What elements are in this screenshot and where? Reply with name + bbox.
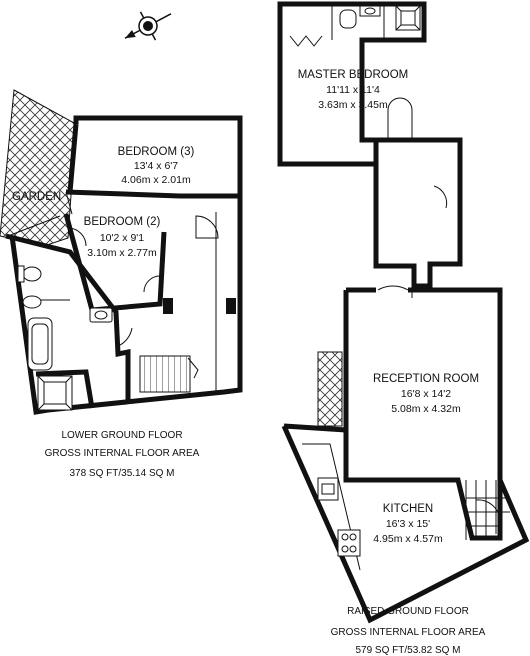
ensuite-toilet xyxy=(339,9,357,29)
reception-name: RECEPTION ROOM xyxy=(373,373,479,385)
bedroom2-name: BEDROOM (2) xyxy=(84,216,161,228)
compass-label: N xyxy=(144,21,154,32)
lower-floor-title: LOWER GROUND FLOOR xyxy=(61,430,182,441)
garden-area xyxy=(0,89,77,247)
fireplace xyxy=(317,351,343,427)
bedroom3-name: BEDROOM (3) xyxy=(118,146,195,158)
raised-floor-area: 579 SQ FT/53.82 SQ M xyxy=(355,645,460,656)
lower-floor-area-label: GROSS INTERNAL FLOOR AREA xyxy=(45,448,200,459)
raised-floor-area-label: GROSS INTERNAL FLOOR AREA xyxy=(331,627,486,638)
reception-imperial: 16'8 x 14'2 xyxy=(401,388,451,400)
bedroom2-imperial: 10'2 x 9'1 xyxy=(100,232,144,244)
reception-metric: 5.08m x 4.32m xyxy=(391,403,461,415)
basin xyxy=(22,295,42,309)
bedroom3-imperial: 13'4 x 6'7 xyxy=(134,160,178,172)
kitchen-metric: 4.95m x 4.57m xyxy=(373,533,443,545)
lower-ground-floor-plan xyxy=(0,89,243,415)
compass-icon: N xyxy=(124,11,172,41)
master-bedroom-metric: 3.63m x 3.45m xyxy=(318,99,388,111)
bedroom3-metric: 4.06m x 2.01m xyxy=(121,174,191,186)
raised-floor-title: RAISED GROUND FLOOR xyxy=(347,606,469,617)
master-bedroom-imperial: 11'11 x 11'4 xyxy=(326,84,380,96)
raised-ground-floor-plan xyxy=(277,1,530,624)
lower-stairs xyxy=(139,355,191,393)
lower-floor-area: 378 SQ FT/35.14 SQ M xyxy=(69,468,174,479)
kitchen-name: KITCHEN xyxy=(383,503,433,515)
bedroom2-metric: 3.10m x 2.77m xyxy=(87,247,157,259)
hob xyxy=(337,529,361,557)
toilet xyxy=(22,266,42,282)
garden-label: GARDEN xyxy=(12,191,61,203)
kitchen-imperial: 16'3 x 15' xyxy=(386,518,430,530)
master-bedroom-name: MASTER BEDROOM xyxy=(298,69,409,81)
